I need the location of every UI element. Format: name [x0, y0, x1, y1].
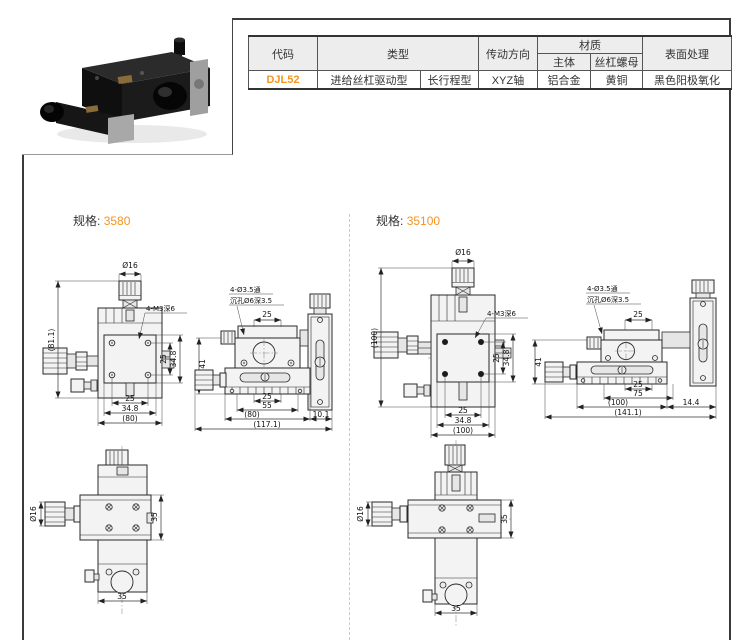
cell-code: DJL52 — [248, 70, 318, 90]
dim-41: 41 — [532, 339, 601, 385]
col-header-type: 类型 — [317, 35, 479, 71]
stage-bottom-geometry — [44, 449, 154, 594]
dim-right-offset: 14.4 — [683, 398, 700, 407]
thread-callout: 4-M3深6 — [146, 304, 175, 313]
dim-stage-height: 41 — [198, 359, 207, 369]
product-photo-box — [22, 18, 233, 155]
drawing-side-35100: 41 — [532, 279, 717, 420]
hole-callout-line2: 沉孔Ø6深3.5 — [230, 296, 272, 305]
drawing-bottom-3580: Ø16 35 35 — [30, 446, 164, 614]
dim-body-width: 35 — [451, 604, 461, 613]
dim-dia-top: Ø16 — [122, 261, 138, 270]
dim-bottom-75: 75 — [633, 389, 643, 398]
spec-value: 3580 — [103, 214, 131, 228]
drawing-front-3580: Ø16 (81.1) 4-M3深6 25 34.8 25 34.8 (80) — [42, 261, 187, 426]
dim-bottom-55: 55 — [262, 401, 272, 410]
dim-body-width: 35 — [117, 592, 127, 601]
cell-type-2: 长行程型 — [420, 70, 479, 90]
page-frame-left — [22, 18, 24, 640]
product-photo — [40, 37, 210, 144]
cell-material-nut: 黄铜 — [590, 70, 643, 90]
dimensions: 4-Ø3.5通 沉孔Ø6深3.5 25 25 75 (100) 14.4 (14… — [544, 284, 717, 420]
spec-label-text: 规格: — [73, 214, 101, 228]
dimensions: Ø16 35 35 — [356, 499, 514, 616]
dim-knob-dia: Ø16 — [30, 506, 38, 522]
page-frame-right — [729, 18, 731, 640]
cell-drive: XYZ轴 — [478, 70, 538, 90]
dim-arm-height: 35 — [500, 514, 509, 524]
dim-right-offset: 10.1 — [313, 410, 330, 419]
dim-platform-v: 34.8 — [502, 349, 511, 366]
dim-rail-width: (80) — [244, 410, 259, 419]
dim-hole-pitch-v: 25 — [159, 354, 168, 364]
dimensions: 4-Ø3.5通 沉孔Ø6深3.5 25 25 55 (80) 10.1 (117… — [194, 285, 333, 432]
stage-side-geometry — [194, 293, 333, 411]
dim-overall-width: (100) — [453, 426, 473, 435]
stage-bottom-geometry — [371, 444, 502, 607]
dim-platform-h: 34.8 — [455, 416, 472, 425]
drawing-bottom-35100: Ø16 35 35 — [356, 440, 514, 626]
dim-platform-h: 34.8 — [122, 404, 139, 413]
drawing-front-35100: Ø16 (100) 4-M3深6 25 34.8 25 34.8 (100) — [370, 248, 528, 438]
col-header-material: 材质 — [537, 35, 643, 54]
dim-arm-height: 35 — [150, 512, 159, 522]
dim-stage-height: 41 — [534, 357, 543, 367]
page-frame-top — [22, 18, 731, 20]
dim-hole-pitch-h: 25 — [125, 394, 135, 403]
col-header-material-nut: 丝杠螺母 — [590, 53, 643, 71]
dimensions: Ø16 (81.1) 4-M3深6 25 34.8 25 34.8 (80) — [47, 261, 187, 426]
dim-total-width: (117.1) — [253, 420, 280, 429]
hole-callout-line1: 4-Ø3.5通 — [587, 284, 618, 293]
stage-side-geometry — [544, 279, 717, 387]
spec-table: 代码 类型 传动方向 材质 表面处理 主体 丝杠螺母 DJL52 进给丝杠驱动型… — [248, 35, 732, 90]
dim-bottom-25: 25 — [262, 392, 272, 401]
col-header-material-body: 主体 — [537, 53, 591, 71]
dim-total-width: (141.1) — [614, 408, 641, 417]
dim-bottom-25: 25 — [633, 380, 643, 389]
cell-type-1: 进给丝杠驱动型 — [317, 70, 421, 90]
cell-material-body: 铝合金 — [537, 70, 591, 90]
thread-callout: 4-M3深6 — [487, 309, 516, 318]
dimensions: Ø16 (100) 4-M3深6 25 34.8 25 34.8 (100) — [370, 248, 528, 438]
dim-hole-pitch-v: 25 — [492, 353, 501, 363]
dimensions: Ø16 35 35 — [30, 494, 164, 604]
spec-value: 35100 — [406, 214, 441, 228]
spec-label-text: 规格: — [376, 214, 404, 228]
col-header-code: 代码 — [248, 35, 318, 71]
col-header-surface: 表面处理 — [642, 35, 732, 71]
hole-callout-line1: 4-Ø3.5通 — [230, 285, 261, 294]
dim-dia-top: Ø16 — [455, 248, 471, 257]
dim-hole-pitch-h: 25 — [458, 406, 468, 415]
dim-top-25: 25 — [633, 310, 643, 319]
spec-label-right: 规格: 35100 — [376, 212, 440, 229]
dim-rail-width: (100) — [608, 398, 628, 407]
stage-front-geometry — [373, 267, 512, 408]
stage-front-geometry — [42, 280, 175, 399]
dim-knob-dia: Ø16 — [356, 506, 365, 522]
hole-callout-line2: 沉孔Ø6深3.5 — [587, 295, 629, 304]
dim-top-25: 25 — [262, 310, 272, 319]
dim-platform-v: 34.8 — [169, 350, 178, 367]
cell-surface: 黑色阳极氧化 — [642, 70, 732, 90]
dim-overall-height: (81.1) — [47, 329, 56, 352]
section-divider — [349, 214, 350, 640]
dim-overall-width: (80) — [122, 414, 137, 423]
drawing-side-3580: 41 — [194, 285, 333, 432]
spec-label-left: 规格: 3580 — [73, 212, 130, 229]
dim-overall-height: (100) — [370, 328, 379, 348]
col-header-drive: 传动方向 — [478, 35, 538, 71]
